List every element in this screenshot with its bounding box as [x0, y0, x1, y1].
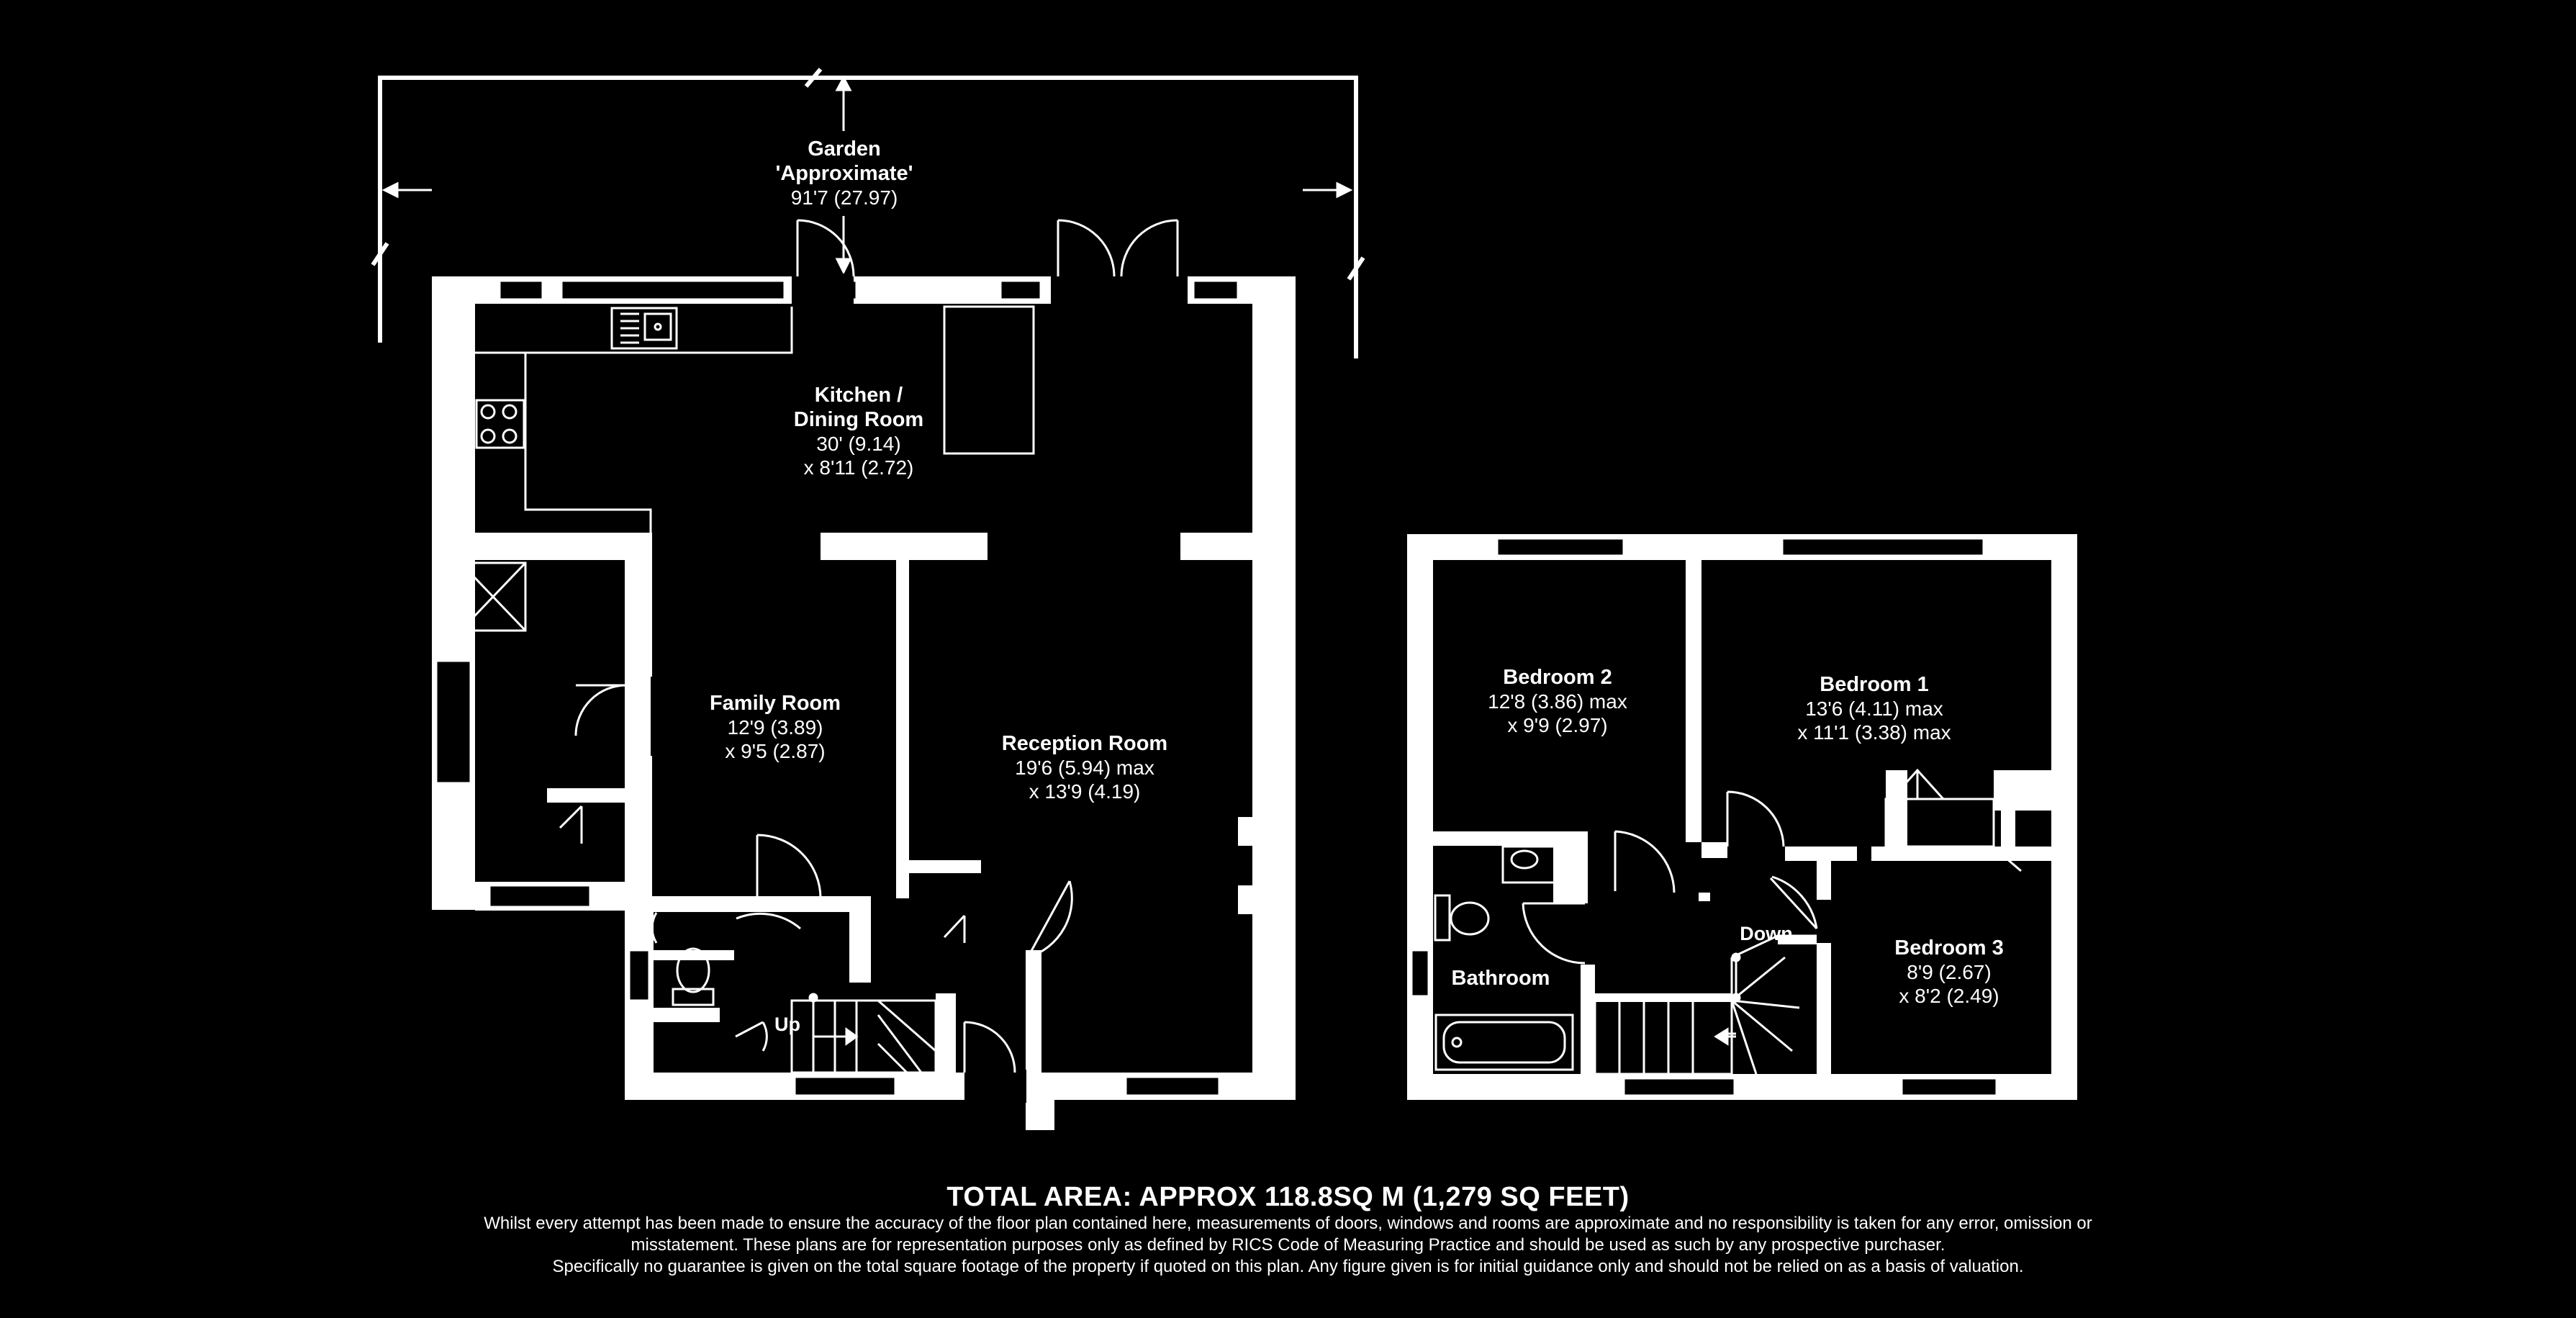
kitchen-dim-2: x 8'11 (2.72) [803, 456, 914, 479]
stairs-down-label: Down [1740, 923, 1793, 944]
first-floor-doors [1522, 768, 2022, 965]
bedroom-2-label: Bedroom 2 12'8 (3.86) max x 9'9 (2.97) [1488, 665, 1627, 737]
kitchen-name-2: Dining Room [793, 408, 924, 432]
first-floor-doorways [1615, 828, 1834, 943]
wardrobe [1884, 798, 1995, 848]
garden-label: Garden 'Approximate' 91'7 (27.97) [775, 137, 913, 209]
disclaimer-line-2: misstatement. These plans are for repres… [631, 1235, 1945, 1255]
kitchen-dim-1: 30' (9.14) [816, 433, 901, 456]
ground-floor-doors [559, 219, 1179, 1073]
garden-name: Garden [808, 137, 881, 161]
bedroom-1-label: Bedroom 1 13'6 (4.11) max x 11'1 (3.38) … [1797, 672, 1951, 744]
bedroom-3-label: Bedroom 3 8'9 (2.67) x 8'2 (2.49) [1894, 936, 2003, 1008]
bedroom-3-dim-2: x 8'2 (2.49) [1899, 985, 1999, 1008]
family-room-dim-1: 12'9 (3.89) [727, 716, 823, 739]
bedroom-2-name: Bedroom 2 [1503, 666, 1612, 689]
footer: TOTAL AREA: APPROX 118.8SQ M (1,279 SQ F… [0, 1182, 2576, 1278]
stairs-up-arrow [808, 993, 859, 1046]
kitchen-label: Kitchen / Dining Room 30' (9.14) x 8'11 … [794, 383, 923, 480]
reception-room-label: Reception Room 19'6 (5.94) max x 13'9 (4… [1002, 731, 1167, 803]
garden-boundary [371, 68, 1365, 358]
bathroom-label: Bathroom [1452, 966, 1550, 990]
total-area: TOTAL AREA: APPROX 118.8SQ M (1,279 SQ F… [946, 1182, 1630, 1212]
garden-dim: 91'7 (27.97) [790, 186, 898, 209]
utility-shower [459, 561, 527, 632]
kitchen-fittings [475, 305, 1035, 533]
bedroom-2-dim-2: x 9'9 (2.97) [1507, 714, 1608, 737]
bedroom-1-dim-2: x 11'1 (3.38) max [1797, 721, 1951, 744]
stairs-down-arrow [1714, 952, 1741, 1046]
first-floor-stairs [1594, 934, 1817, 1075]
family-room-name: Family Room [709, 692, 841, 715]
bathroom-fittings [1434, 845, 1574, 1071]
bedroom-3-name: Bedroom 3 [1894, 936, 2004, 960]
ground-stairs [790, 998, 937, 1074]
bathroom-name: Bathroom [1451, 967, 1550, 990]
bedroom-1-dim-1: 13'6 (4.11) max [1805, 698, 1943, 721]
disclaimer-line-3: Specifically no guarantee is given on th… [552, 1257, 2024, 1276]
reception-room-name: Reception Room [1001, 732, 1168, 755]
ground-wc [651, 912, 715, 1006]
stairs-up-label: Up [774, 1014, 800, 1035]
ground-floor-doorways [651, 274, 1188, 1103]
reception-room-dim-2: x 13'9 (4.19) [1029, 780, 1141, 803]
bedroom-3-dim-1: 8'9 (2.67) [1907, 961, 1992, 984]
reception-room-dim-1: 19'6 (5.94) max [1015, 757, 1154, 780]
first-floor-windows [1410, 537, 1998, 1097]
bedroom-2-dim-1: 12'8 (3.86) max [1488, 690, 1627, 713]
disclaimer-line-1: Whilst every attempt has been made to en… [484, 1214, 2092, 1233]
garden-sub: 'Approximate' [775, 162, 913, 186]
family-room-label: Family Room 12'9 (3.89) x 9'5 (2.87) [710, 691, 841, 763]
family-room-dim-2: x 9'5 (2.87) [725, 740, 826, 763]
kitchen-name-1: Kitchen / [814, 384, 903, 407]
bedroom-1-name: Bedroom 1 [1820, 673, 1929, 696]
garden-dimension-arrows [381, 75, 1353, 275]
